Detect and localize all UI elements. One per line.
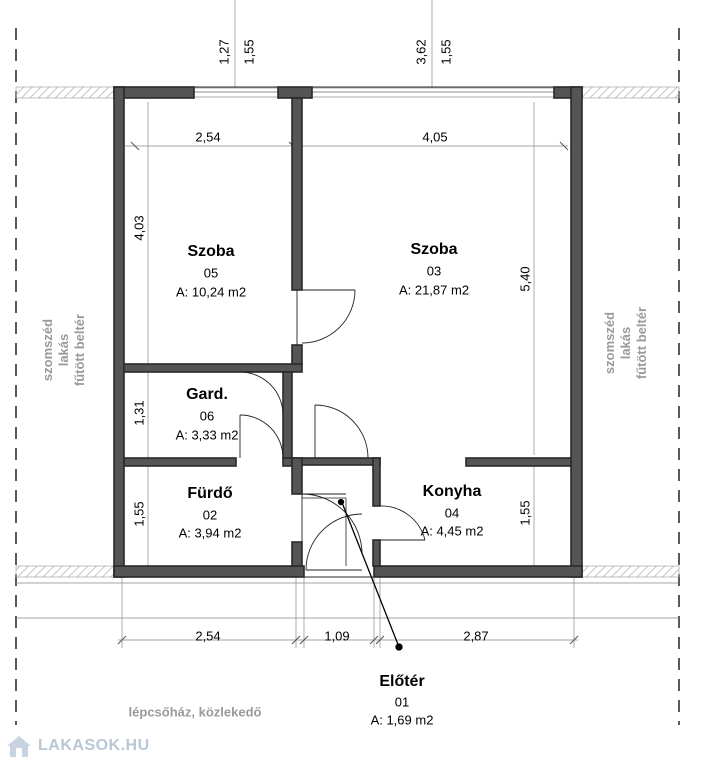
room-name-05: Szoba <box>187 243 235 260</box>
room-name-04: Konyha <box>422 483 482 500</box>
corridor-label: lépcsőház, közlekedő <box>128 704 262 720</box>
dim-bottom-right: 2,87 <box>463 628 489 644</box>
room-name-03: Szoba <box>410 241 458 258</box>
entry-outline <box>302 497 347 566</box>
room-number-03: 03 <box>426 263 442 279</box>
dim-kitchen-depth: 1,55 <box>517 500 533 526</box>
room-name-01: Előtér <box>379 673 425 690</box>
room-area-02: A: 3,94 m2 <box>178 525 242 541</box>
dim-room03-depth: 5,40 <box>517 266 533 292</box>
dim-room05-width: 2,54 <box>195 129 221 145</box>
side-right-line-1: szomszéd <box>602 311 617 375</box>
site-logo[interactable]: LAKASOK.HU <box>4 731 150 761</box>
side-left-line-2: lakás <box>56 333 71 367</box>
boundary-lines <box>15 28 680 725</box>
house-icon <box>7 736 31 757</box>
room-name-06: Gard. <box>186 386 228 403</box>
side-right-line-2: lakás <box>618 326 633 360</box>
side-left-line-1: szomszéd <box>40 318 55 382</box>
room-number-06: 06 <box>199 408 215 424</box>
side-right-line-3: fűtött beltér <box>634 306 649 380</box>
dim-top-right-a: 3,62 <box>413 39 429 65</box>
dim-top-right-b: 1,55 <box>438 39 454 65</box>
walls <box>113 86 583 578</box>
dim-room05-depth: 4,03 <box>131 215 147 241</box>
room-number-05: 05 <box>203 265 219 281</box>
room-number-04: 04 <box>444 505 460 521</box>
logo-text: LAKASOK.HU <box>38 737 150 754</box>
room-number-02: 02 <box>202 507 218 523</box>
room-area-06: A: 3,33 m2 <box>175 427 239 443</box>
leader-line <box>337 498 403 651</box>
side-left-line-3: fűtött beltér <box>72 313 87 387</box>
dim-bottom-left: 2,54 <box>195 628 221 644</box>
dim-gard-depth: 1,31 <box>131 400 147 426</box>
dim-bottom-mid: 1,09 <box>324 628 350 644</box>
doors <box>239 289 426 571</box>
dim-top-left-a: 1,27 <box>216 39 232 65</box>
room-area-03: A: 21,87 m2 <box>398 282 470 298</box>
dim-bath-depth: 1,55 <box>131 501 147 527</box>
dim-room03-width: 4,05 <box>422 129 448 145</box>
dimension-lines <box>16 0 679 648</box>
room-name-02: Fürdő <box>187 485 233 502</box>
dim-top-left-b: 1,55 <box>241 39 257 65</box>
side-label-right: szomszéd lakás fűtött beltér <box>602 307 650 379</box>
room-number-01: 01 <box>394 694 410 710</box>
room-area-01: A: 1,69 m2 <box>370 712 434 728</box>
side-label-left: szomszéd lakás fűtött beltér <box>40 314 88 386</box>
room-area-05: A: 10,24 m2 <box>175 284 247 300</box>
room-area-04: A: 4,45 m2 <box>420 523 484 539</box>
